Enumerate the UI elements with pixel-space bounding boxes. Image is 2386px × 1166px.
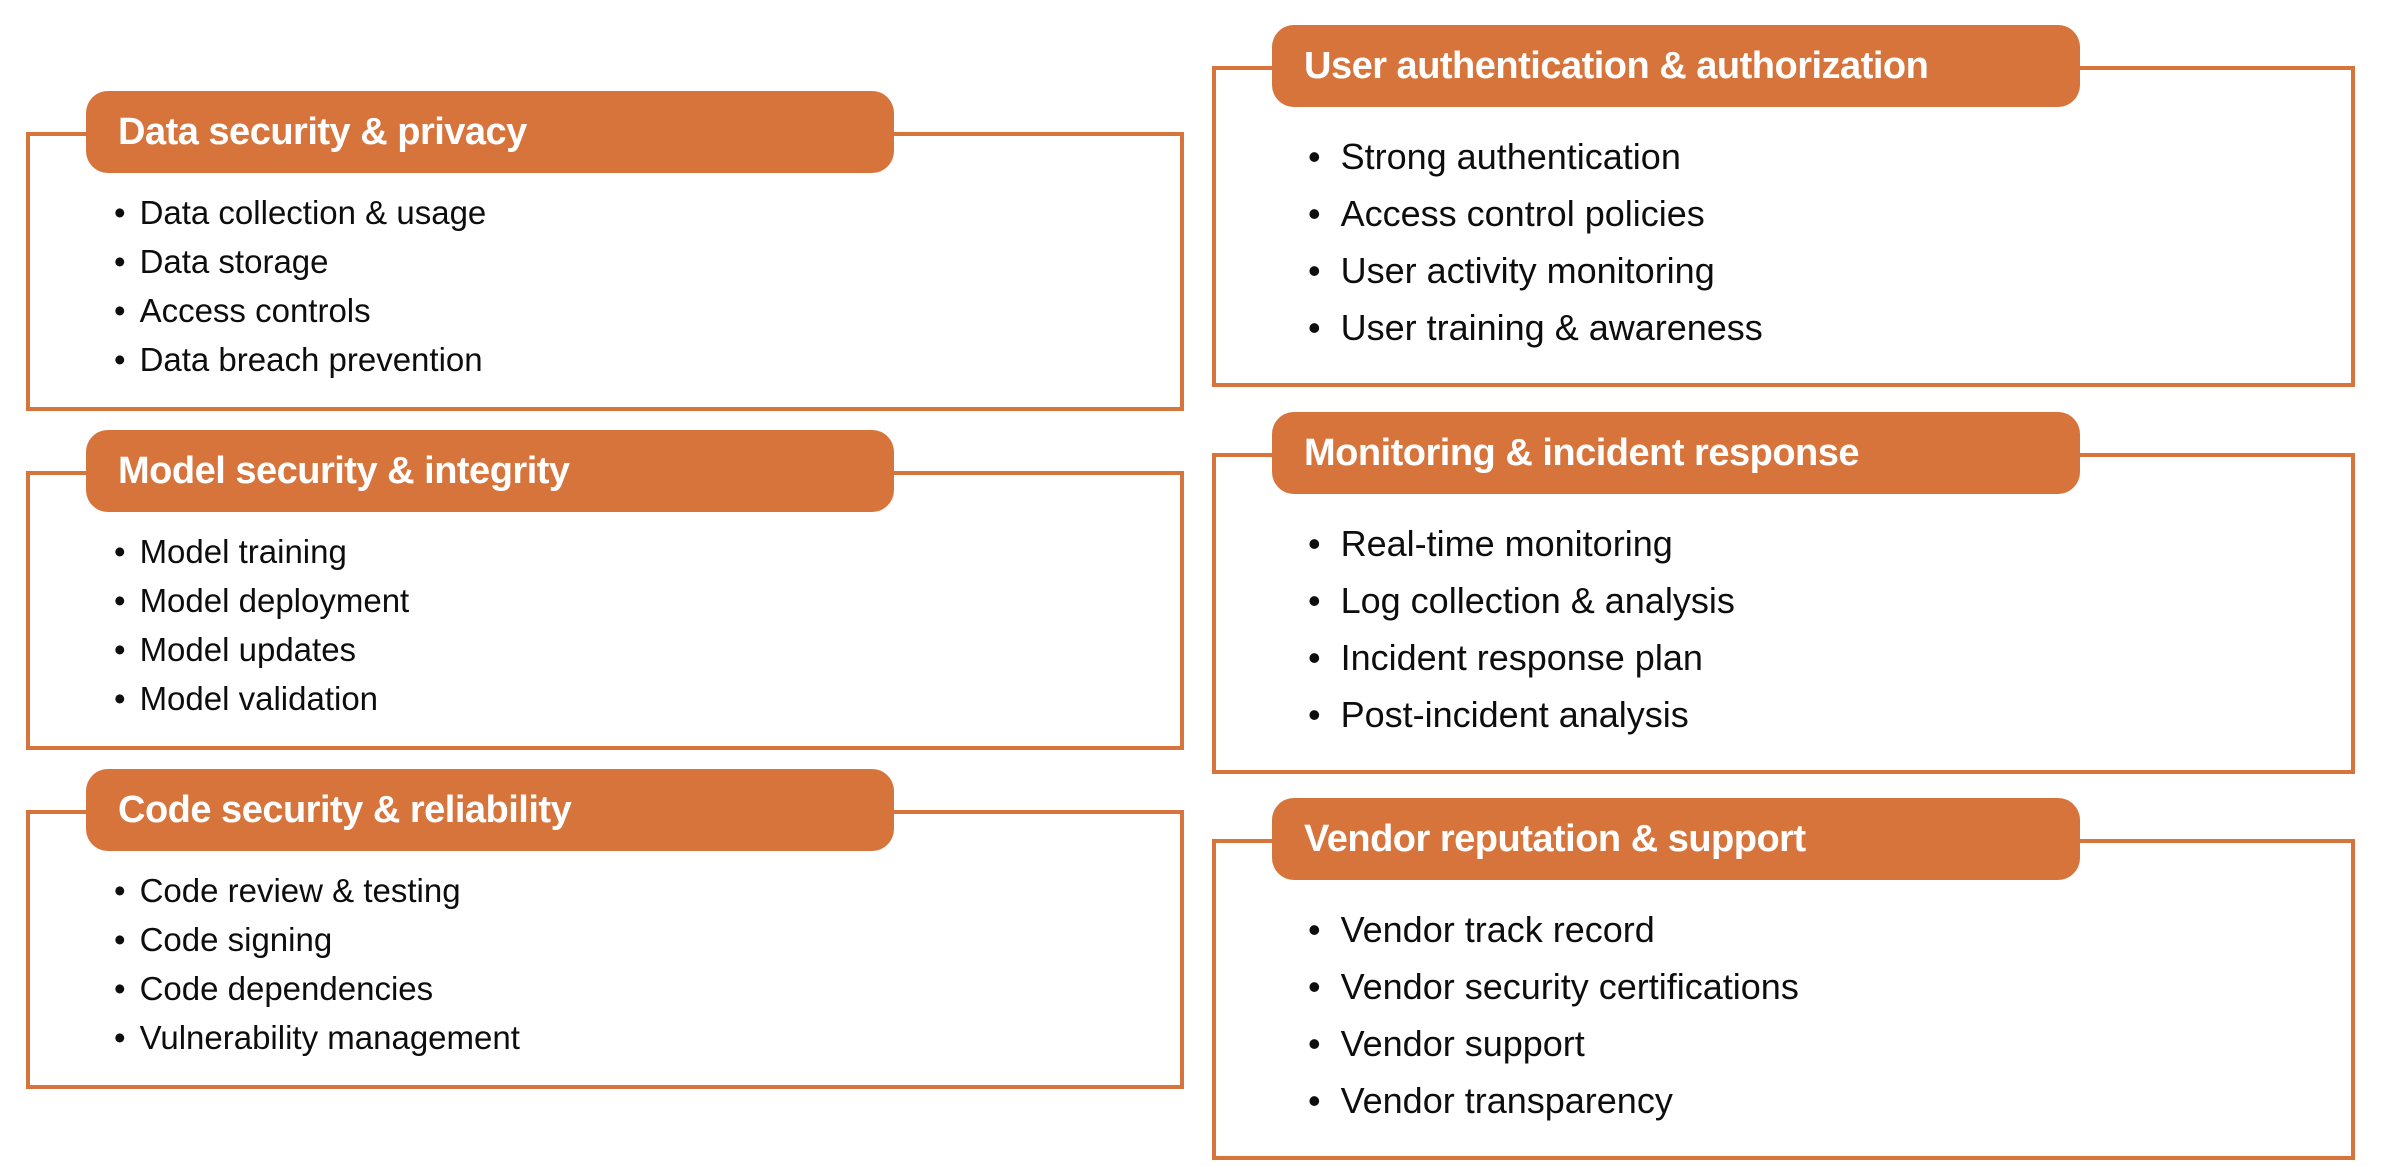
list-item-text: User training & awareness <box>1340 307 1763 348</box>
section-header-pill: Model security & integrity <box>86 430 894 512</box>
list-item-text: Access controls <box>139 292 371 329</box>
list-item: • Incident response plan <box>1308 629 1735 686</box>
list-item: • Code signing <box>114 915 520 964</box>
list-item: • Data collection & usage <box>114 188 486 237</box>
section-card-model-security-integrity: Model security & integrity • Model traini… <box>26 430 1184 750</box>
list-item-text: Model deployment <box>139 582 410 619</box>
list-item-text: Log collection & analysis <box>1340 580 1735 621</box>
bullet-icon: • <box>114 582 126 619</box>
bullet-icon: • <box>114 921 126 958</box>
bullet-icon: • <box>1308 136 1321 177</box>
list-item: • Model deployment <box>114 576 409 625</box>
list-item: • Code review & testing <box>114 866 520 915</box>
section-title: Code security & reliability <box>118 788 572 831</box>
bullet-icon: • <box>114 872 126 909</box>
section-title: Data security & privacy <box>118 110 527 153</box>
list-item-text: Model updates <box>139 631 357 668</box>
list-item-text: Vulnerability management <box>139 1019 520 1056</box>
section-card-user-authentication-authorization: User authentication & authorization • Str… <box>1212 25 2355 387</box>
list-item: • Vendor support <box>1308 1015 1799 1072</box>
list-item: • Log collection & analysis <box>1308 572 1735 629</box>
bullet-icon: • <box>114 194 126 231</box>
list-item: • Access control policies <box>1308 185 1763 242</box>
bullet-icon: • <box>114 680 126 717</box>
list-item-text: Model validation <box>139 680 379 717</box>
list-item-text: Model training <box>139 533 347 570</box>
list-item: • Post-incident analysis <box>1308 686 1735 743</box>
bullet-list: • Data collection & usage • Data storage •… <box>114 188 486 384</box>
list-item-text: Post-incident analysis <box>1340 694 1689 735</box>
bullet-icon: • <box>1308 637 1321 678</box>
section-card-vendor-reputation-support: Vendor reputation & support • Vendor trac… <box>1212 798 2355 1160</box>
list-item: • Model validation <box>114 674 409 723</box>
section-header-pill: Data security & privacy <box>86 91 894 173</box>
section-header-pill: Code security & reliability <box>86 769 894 851</box>
section-title: User authentication & authorization <box>1304 44 1929 87</box>
bullet-icon: • <box>1308 909 1321 950</box>
list-item: • Vendor security certifications <box>1308 958 1799 1015</box>
section-header-pill: Monitoring & incident response <box>1272 412 2080 494</box>
bullet-icon: • <box>1308 250 1321 291</box>
list-item-text: Vendor security certifications <box>1340 966 1799 1007</box>
list-item: • Data storage <box>114 237 486 286</box>
section-title: Vendor reputation & support <box>1304 817 1806 860</box>
list-item-text: Vendor transparency <box>1340 1080 1673 1121</box>
section-header-pill: Vendor reputation & support <box>1272 798 2080 880</box>
list-item: • Real-time monitoring <box>1308 515 1735 572</box>
list-item-text: Vendor support <box>1340 1023 1585 1064</box>
list-item-text: Strong authentication <box>1340 136 1681 177</box>
bullet-icon: • <box>1308 580 1321 621</box>
list-item: • Vendor transparency <box>1308 1072 1799 1129</box>
bullet-icon: • <box>114 341 126 378</box>
section-title: Model security & integrity <box>118 449 570 492</box>
list-item-text: Data collection & usage <box>139 194 487 231</box>
list-item-text: User activity monitoring <box>1340 250 1715 291</box>
list-item-text: Data storage <box>139 243 329 280</box>
bullet-icon: • <box>1308 1080 1321 1121</box>
section-card-monitoring-incident-response: Monitoring & incident response • Real-tim… <box>1212 412 2355 774</box>
bullet-list: • Model training • Model deployment • Model… <box>114 527 409 723</box>
list-item: • Strong authentication <box>1308 128 1763 185</box>
bullet-icon: • <box>1308 966 1321 1007</box>
bullet-list: • Real-time monitoring • Log collection & … <box>1308 515 1735 743</box>
bullet-icon: • <box>114 533 126 570</box>
list-item: • Data breach prevention <box>114 335 486 384</box>
list-item: • Code dependencies <box>114 964 520 1013</box>
bullet-icon: • <box>114 1019 126 1056</box>
list-item: • Model training <box>114 527 409 576</box>
list-item-text: Access control policies <box>1340 193 1705 234</box>
bullet-list: • Vendor track record • Vendor security ce… <box>1308 901 1799 1129</box>
list-item-text: Code review & testing <box>139 872 461 909</box>
list-item: • Vendor track record <box>1308 901 1799 958</box>
bullet-icon: • <box>114 970 126 1007</box>
bullet-icon: • <box>1308 523 1321 564</box>
bullet-icon: • <box>1308 307 1321 348</box>
list-item-text: Code dependencies <box>139 970 434 1007</box>
section-card-code-security-reliability: Code security & reliability • Code review… <box>26 769 1184 1089</box>
bullet-list: • Code review & testing • Code signing • Co… <box>114 866 520 1062</box>
bullet-icon: • <box>1308 193 1321 234</box>
list-item: • User training & awareness <box>1308 299 1763 356</box>
bullet-icon: • <box>114 292 126 329</box>
bullet-list: • Strong authentication • Access control p… <box>1308 128 1763 356</box>
bullet-icon: • <box>114 631 126 668</box>
list-item-text: Code signing <box>139 921 333 958</box>
list-item: • User activity monitoring <box>1308 242 1763 299</box>
section-header-pill: User authentication & authorization <box>1272 25 2080 107</box>
list-item-text: Real-time monitoring <box>1340 523 1673 564</box>
section-title: Monitoring & incident response <box>1304 431 1860 474</box>
list-item-text: Data breach prevention <box>139 341 483 378</box>
list-item-text: Incident response plan <box>1340 637 1703 678</box>
list-item: • Model updates <box>114 625 409 674</box>
list-item: • Access controls <box>114 286 486 335</box>
bullet-icon: • <box>114 243 126 280</box>
bullet-icon: • <box>1308 1023 1321 1064</box>
bullet-icon: • <box>1308 694 1321 735</box>
section-card-data-security-privacy: Data security & privacy • Data collection… <box>26 91 1184 411</box>
list-item-text: Vendor track record <box>1340 909 1655 950</box>
list-item: • Vulnerability management <box>114 1013 520 1062</box>
